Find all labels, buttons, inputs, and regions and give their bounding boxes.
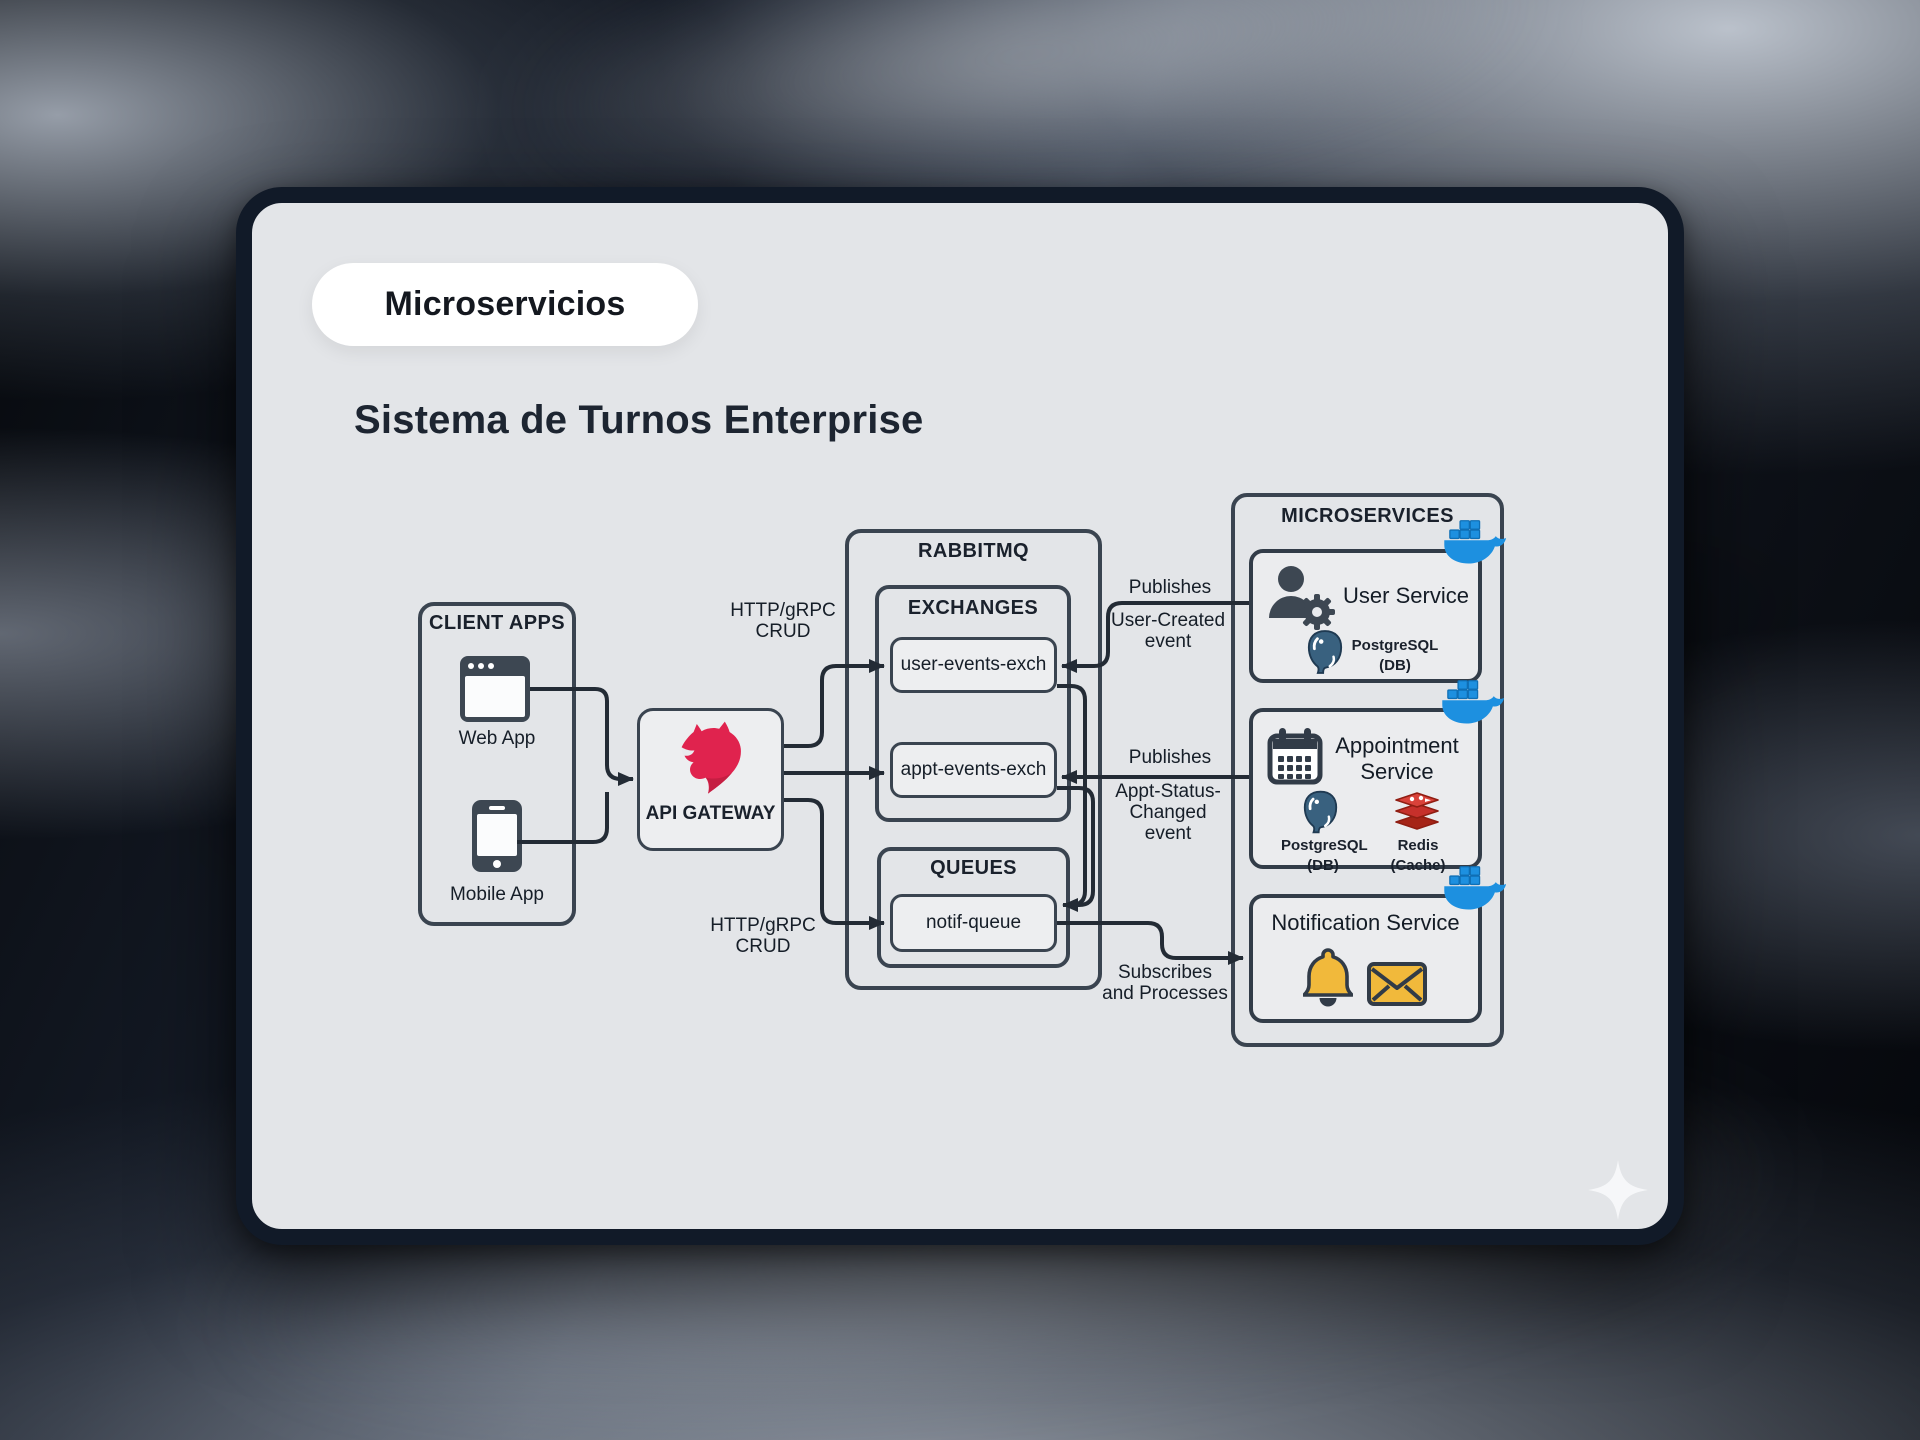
client-apps-title: CLIENT APPS [429,612,565,634]
edge-label-publishes-user: Publishes [1128,577,1212,598]
exchange-node-appt-events: appt-events-exch [890,742,1057,798]
edge-label-appt-status-event: Appt-Status- Changed event [1115,781,1221,844]
user-service-label: User Service [1343,583,1469,608]
postgresql-label: PostgreSQL (DB) [1281,837,1368,874]
postgresql-icon [1303,790,1338,834]
web-app-label: Web App [458,728,536,749]
rabbitmq-panel [845,529,1102,990]
docker-whale-icon [1442,680,1505,724]
appointment-service-label: Appointment Service [1335,733,1459,784]
edge-label-user-created-event: User-Created event [1110,610,1226,652]
edge-label-publishes-appt: Publishes [1128,747,1212,768]
microservices-title: MICROSERVICES [1281,505,1454,527]
mobile-app-label: Mobile App [449,884,544,905]
postgresql-label: PostgreSQL (DB) [1351,637,1439,674]
category-pill-label: Microservicios [384,285,626,323]
page-title: Sistema de Turnos Enterprise [354,398,924,442]
bell-icon [1303,948,1353,1007]
exchange-node-user-events: user-events-exch [890,637,1057,693]
postgresql-icon [1307,630,1343,674]
queue-node-notif: notif-queue [890,894,1057,952]
sparkle-icon [1588,1160,1648,1220]
slide-card [236,187,1684,1245]
mobile-app-icon [472,800,522,872]
queues-title: QUEUES [930,857,1017,879]
notification-service-label: Notification Service [1271,910,1460,935]
nestjs-logo-icon [681,721,741,794]
edge-label-http-crud-bottom: HTTP/gRPC CRUD [710,915,816,957]
api-gateway-label: API GATEWAY [645,803,776,824]
edge-label-subscribes: Subscribes and Processes [1102,962,1228,1004]
edge-label-http-crud-top: HTTP/gRPC CRUD [730,600,836,642]
docker-whale-icon [1444,866,1507,910]
rabbitmq-title: RABBITMQ [918,540,1029,562]
calendar-icon [1267,728,1323,785]
microservices-panel [1231,493,1504,1047]
category-pill: Microservicios [312,263,698,346]
notification-service-box [1249,894,1482,1023]
docker-whale-icon [1444,520,1507,564]
envelope-icon [1367,962,1427,1006]
redis-label: Redis (Cache) [1390,837,1446,874]
exchanges-title: EXCHANGES [907,597,1039,619]
client-apps-panel [418,602,576,926]
user-gear-icon [1269,566,1335,630]
redis-icon [1395,792,1439,830]
web-app-icon [460,656,530,722]
